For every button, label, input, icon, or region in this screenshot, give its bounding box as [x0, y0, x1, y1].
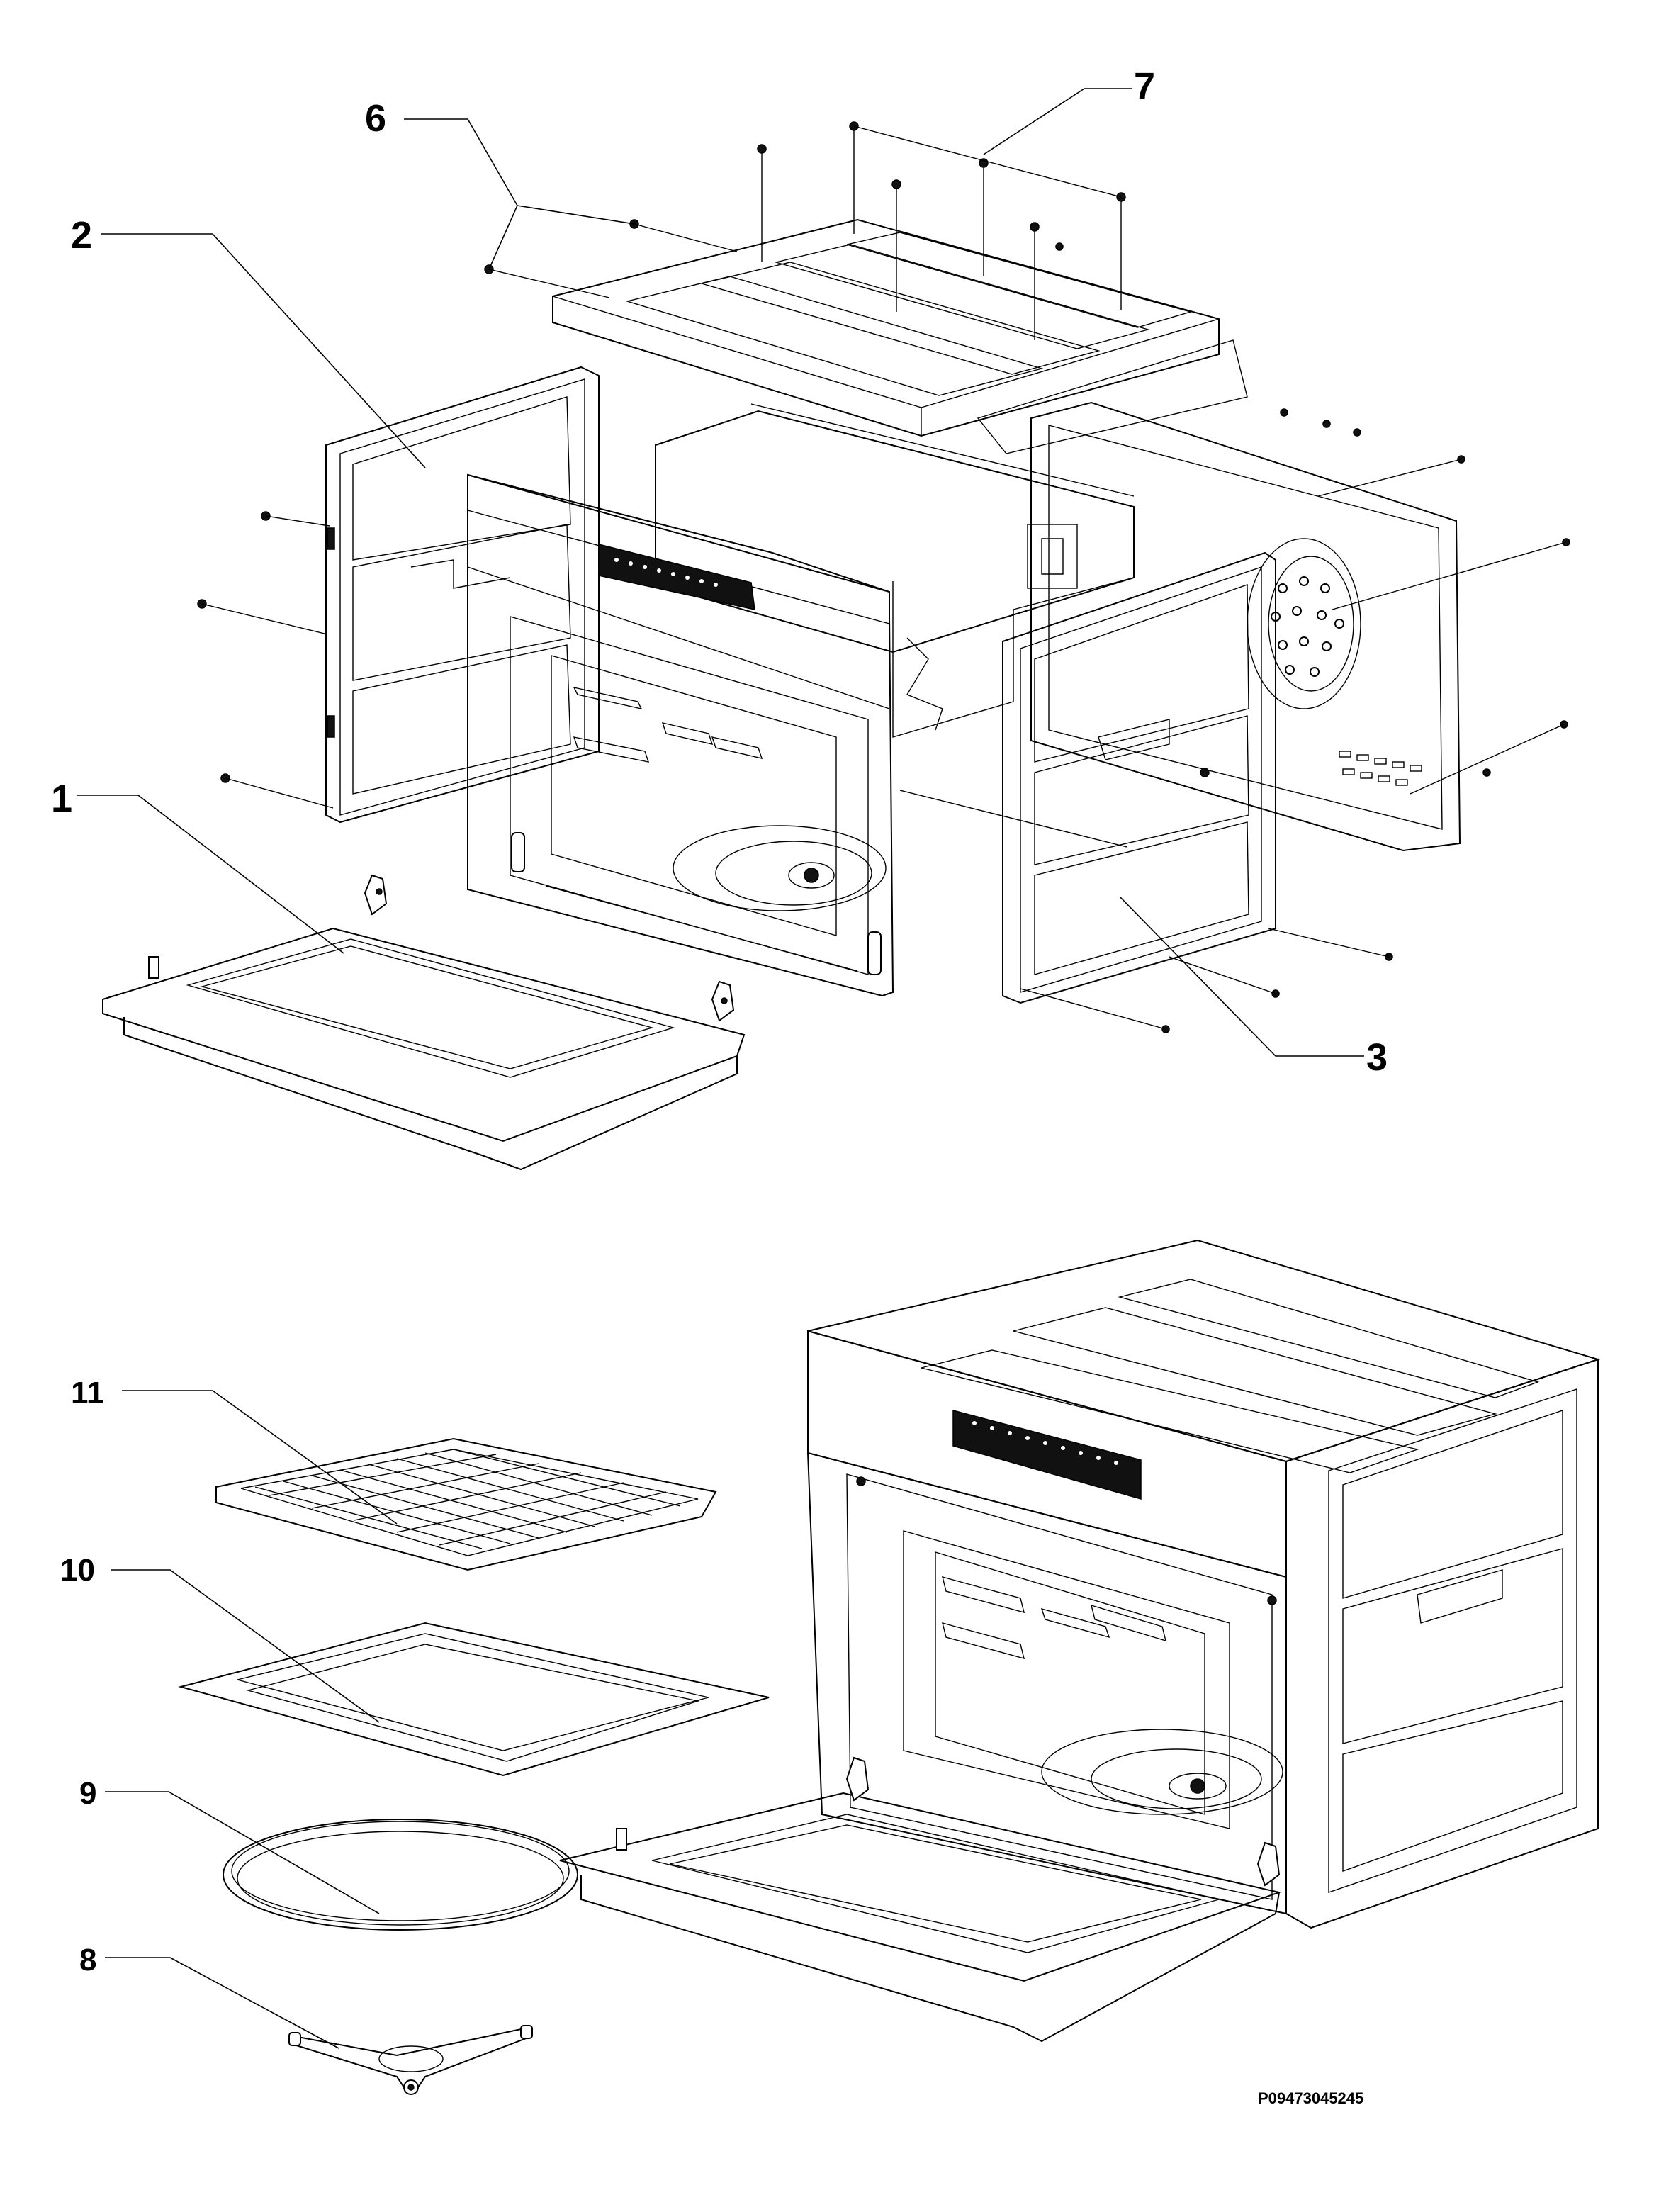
control-buttons: [614, 558, 718, 587]
drawing-code: P09473045245: [1258, 2089, 1363, 2107]
wire-grid: [254, 1449, 681, 1549]
assembled-oven: [559, 1239, 1601, 2043]
callout-1: 1: [51, 777, 72, 820]
callout-2: 2: [71, 214, 92, 257]
vent-slots: [1339, 751, 1422, 786]
right-side-panel: [899, 551, 1393, 1033]
callout-8: 8: [79, 1943, 96, 1977]
callout-10: 10: [60, 1553, 95, 1588]
top-screws: [757, 121, 1126, 340]
door: [102, 874, 746, 1171]
callout-11: 11: [71, 1376, 104, 1410]
baking-tray: [178, 1622, 770, 1777]
left-side-panel: [197, 366, 600, 824]
rear-panel: [1030, 401, 1570, 852]
callout-6: 6: [365, 97, 386, 140]
callout-3: 3: [1366, 1036, 1388, 1079]
top-cover-panel: [552, 218, 1248, 454]
callout-7: 7: [1134, 65, 1155, 108]
front-chassis: [467, 473, 894, 997]
assembled-control-buttons: [972, 1421, 1118, 1465]
callout-9: 9: [79, 1776, 96, 1811]
callouts: 7 6 2 1 3 11 10 9 8: [51, 65, 1388, 2049]
wire-rack: [215, 1437, 717, 1571]
roller-support: [288, 2025, 533, 2095]
turntable-plate: [223, 1819, 578, 1931]
